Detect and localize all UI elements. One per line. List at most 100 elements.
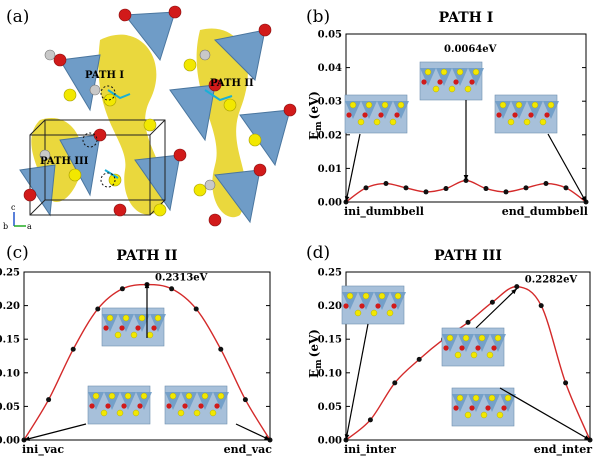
data-point [403,185,409,191]
data-point [392,380,398,386]
data-point [169,286,175,292]
y-tick-label: 0.00 [318,198,342,209]
y-tick-label: 0.00 [318,436,342,447]
pointer-arrow [345,133,361,203]
data-point [489,299,495,305]
barrier-annotation: 0.0064eV [444,44,497,55]
structure-inset [101,307,166,347]
data-point [563,185,569,191]
data-point [193,306,199,312]
y-tick-label: 0.04 [318,63,342,74]
crystal-structure-image: (a) [3,5,297,231]
arrow-head [581,196,586,202]
panel-c: (c) PATH II0.000.050.100.150.200.25Em(eV… [0,236,300,470]
axis-label-c: c [11,203,16,212]
x-end-label: end_dumbbell [502,205,588,219]
data-point [514,284,520,290]
pointer-arrow [345,323,369,441]
axis-label-b: b [3,222,8,231]
data-point [538,303,544,309]
structure-inset [494,94,559,134]
chart-path-1: (b) PATH I0.000.010.020.030.040.05Em(eV)… [306,7,589,219]
y-tick-label: 0.05 [318,30,342,41]
y-tick-label: 0.05 [318,402,342,413]
path-label-3: PATH III [40,156,89,167]
axis-triad: c b a [3,203,32,231]
data-point [416,356,422,362]
data-point [242,397,248,403]
panel-d-letter: (d) [306,243,330,263]
pointer-arrow [499,387,591,441]
path-label-1: PATH I [85,70,124,81]
data-point [383,181,389,187]
data-point [363,185,369,191]
data-point [523,185,529,191]
structure-inset [344,94,409,134]
axis-label-a: a [27,222,32,231]
sulfur-atoms [63,58,262,217]
panel-c-letter: (c) [6,243,29,263]
plot-frame [23,271,271,441]
data-point [70,346,76,352]
arrow-head [24,436,30,441]
structure-inset [451,387,516,427]
chart-title: PATH II [116,248,177,264]
arrow-head [144,282,150,289]
pointer-arrow [235,423,271,441]
structure-inset [419,61,484,101]
silver-atoms [39,49,216,191]
data-point [443,186,449,192]
data-point [543,181,549,187]
arrow-head [264,435,270,440]
structure-inset [87,385,152,425]
panel-b-letter: (b) [306,7,330,27]
x-start-label: ini_vac [22,443,64,457]
arrow-head [511,288,517,295]
chart-title: PATH III [434,248,502,264]
y-tick-label: 0.05 [0,402,20,413]
data-point [483,186,489,192]
data-point [423,189,429,195]
energy-curve [345,179,587,203]
oxygen-atoms [23,5,297,227]
chart-path-3: (d) PATH III0.000.050.100.150.200.25Em(e… [306,243,593,457]
data-point [563,380,569,386]
x-start-label: ini_inter [344,443,396,457]
pointer-arrow [23,423,87,441]
arrow-head [344,434,350,440]
path-label-2: PATH II [210,78,254,89]
y-axis-label: Em(eV) [307,91,324,140]
y-axis-label: Em(eV) [307,329,324,378]
pointer-arrow [547,133,587,203]
structure-inset [441,327,506,367]
y-tick-label: 0.01 [318,164,342,175]
polyhedra [19,11,291,224]
barrier-annotation: 0.2282eV [525,275,578,286]
arrow-head [344,196,350,202]
x-end-label: end_vac [224,443,273,457]
arrow-head [584,435,590,440]
barrier-annotation: 0.2313eV [155,273,208,284]
data-point [218,346,224,352]
structure-inset [341,285,406,325]
y-tick-label: 0.00 [0,436,20,447]
data-point [119,286,125,292]
pointer-arrow [475,288,518,329]
chart-title: PATH I [439,10,494,26]
y-axis-label: Em(eV) [0,329,2,378]
y-tick-label: 0.25 [0,268,20,279]
y-tick-label: 0.10 [318,368,342,379]
x-end-label: end_inter [534,443,592,457]
x-start-label: ini_dumbbell [344,205,424,219]
arrow-head [463,174,469,181]
y-tick-label: 0.15 [0,335,20,346]
y-tick-label: 0.20 [318,301,342,312]
y-tick-label: 0.20 [0,301,20,312]
data-point [465,319,471,325]
data-point [367,417,373,423]
data-point [95,306,101,312]
panel-a: (a) [0,0,300,232]
y-tick-label: 0.02 [318,130,342,141]
